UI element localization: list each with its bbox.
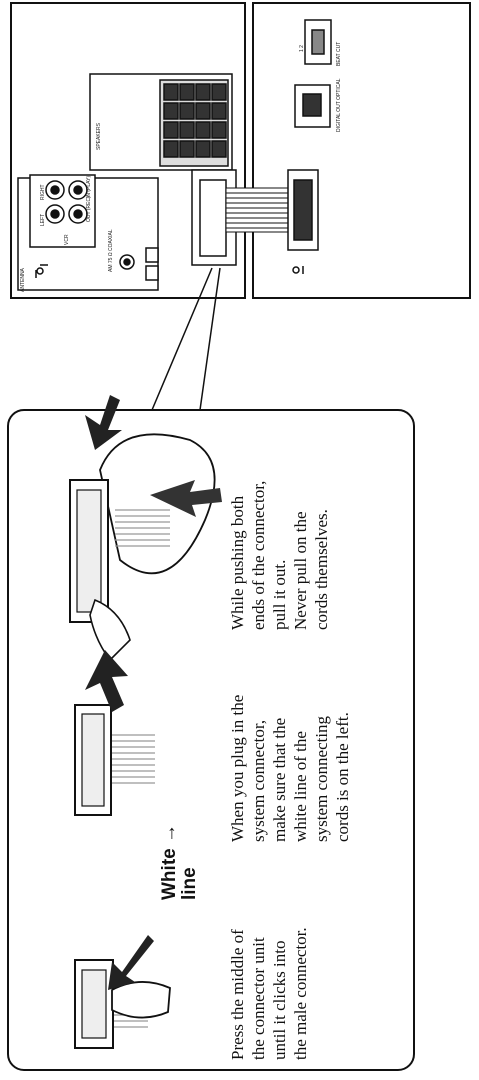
system-connecting-cord — [225, 187, 291, 233]
callout-lines — [151, 267, 221, 411]
speaker-terminal-block — [89, 73, 233, 171]
vcr-label: VCR — [64, 234, 70, 245]
ground-symbol-speaker — [292, 266, 304, 274]
step3-illustration — [69, 395, 222, 712]
press-arrow-icon — [108, 935, 154, 990]
antenna-label: ANTENNA — [20, 268, 26, 292]
in-label: IN (PLAY) — [86, 175, 92, 198]
white-line-label: White → line — [159, 824, 200, 900]
step1-instruction: Press the middle of the connector unit u… — [228, 927, 310, 1060]
speakers-label: SPEAKERS — [96, 123, 102, 150]
beat-cut-positions: 1 2 — [299, 45, 305, 52]
push-arrow-bottom-icon — [85, 650, 128, 712]
beat-cut-switch — [304, 19, 332, 65]
beat-cut-label: BEAT CUT — [336, 41, 342, 66]
left-label: LEFT — [40, 213, 46, 226]
hand-icon — [99, 433, 216, 575]
step2-illustration — [74, 704, 155, 816]
digital-out-label: DIGITAL OUT OPTICAL — [336, 78, 342, 132]
speaker-side-connector — [287, 169, 319, 251]
digital-out-optical-jack — [294, 84, 331, 128]
step1-illustration — [74, 935, 171, 1049]
vcr-jack-block — [29, 174, 96, 248]
step3-instruction: While pushing both ends of the connector… — [228, 480, 331, 630]
right-label: RIGHT — [40, 184, 46, 200]
instruction-frame — [7, 409, 415, 1071]
finger-icon — [111, 981, 171, 1019]
speaker-unit-rear-panel — [252, 2, 471, 299]
ground-symbol-main — [36, 267, 44, 275]
step2-instruction: When you plug in the system connector, m… — [228, 694, 352, 842]
pull-arrow-icon — [150, 480, 222, 517]
out-label: OUT (REC) — [86, 196, 92, 222]
am-label: AM 75 Ω COAXIAL — [108, 229, 114, 272]
push-arrow-top-icon — [85, 395, 122, 450]
